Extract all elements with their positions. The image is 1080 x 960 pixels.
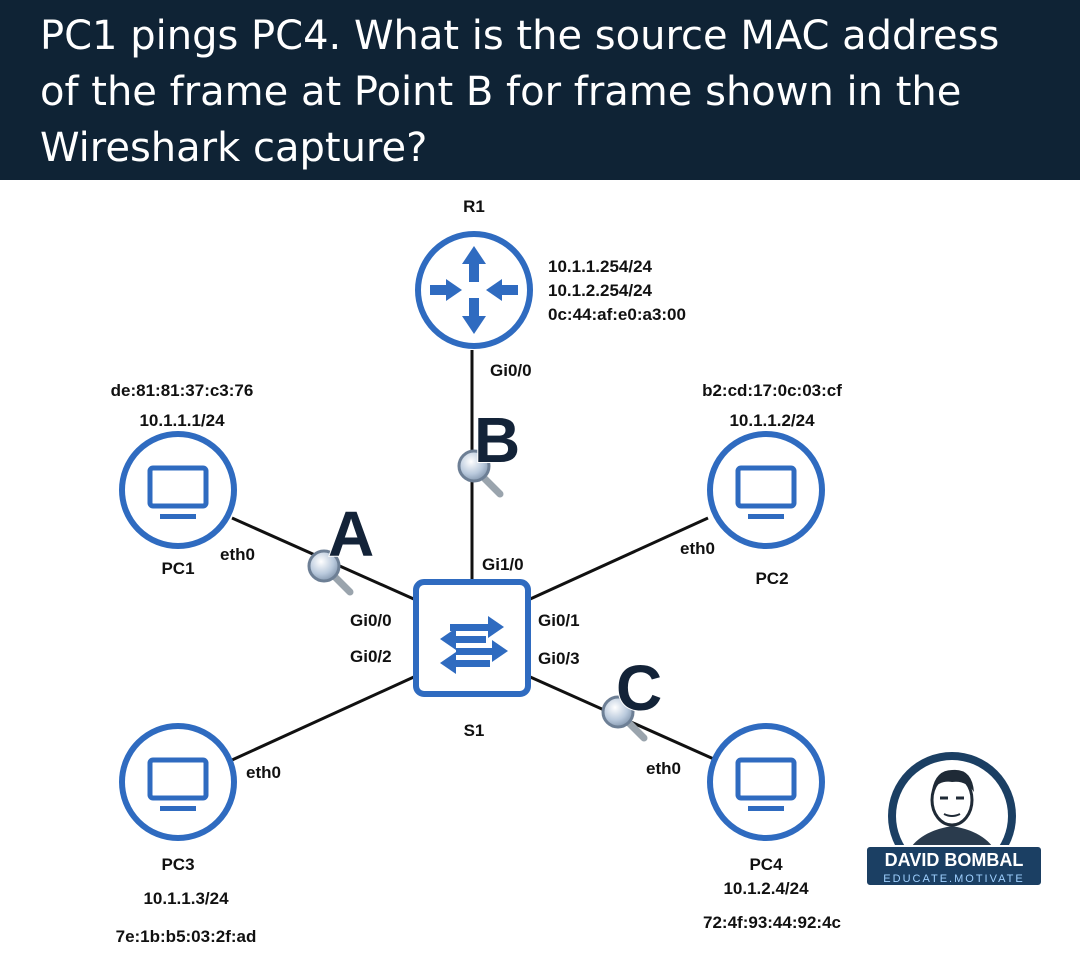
pc2-ip: 10.1.1.2/24 (729, 411, 815, 430)
question-header: PC1 pings PC4. What is the source MAC ad… (0, 0, 1080, 180)
link-pc2-s1 (527, 516, 709, 602)
r1-port: Gi0/0 (490, 361, 532, 380)
s1-port-pc3: Gi0/2 (350, 647, 392, 666)
r1-ip1: 10.1.1.254/24 (548, 257, 653, 276)
link-pc3-s1 (231, 674, 417, 762)
pc1-ip: 10.1.1.1/24 (139, 411, 225, 430)
magnifier-icon (307, 549, 354, 596)
pc2-port: eth0 (680, 539, 715, 558)
s1-name: S1 (464, 721, 485, 740)
pc4-mac: 72:4f:93:44:92:4c (703, 913, 841, 932)
pc3-name: PC3 (161, 855, 194, 874)
pc3-node[interactable] (119, 723, 237, 841)
pc2-mac: b2:cd:17:0c:03:cf (702, 381, 842, 400)
s1-port-pc2: Gi0/1 (538, 611, 580, 630)
capture-point-c-label: C (616, 652, 662, 724)
monitor-icon (147, 465, 209, 519)
capture-point-a-label: A (328, 498, 374, 570)
r1-ip2: 10.1.2.254/24 (548, 281, 653, 300)
switch-s1[interactable] (413, 579, 531, 697)
monitor-icon (735, 465, 797, 519)
pc4-ip: 10.1.2.4/24 (723, 879, 809, 898)
pc4-node[interactable] (707, 723, 825, 841)
pc1-port: eth0 (220, 545, 255, 564)
pc4-port: eth0 (646, 759, 681, 778)
s1-port-r1: Gi1/0 (482, 555, 524, 574)
router-arrows-icon (430, 246, 518, 334)
r1-mac: 0c:44:af:e0:a3:00 (548, 305, 686, 324)
magnifier-icon (457, 449, 504, 498)
switch-arrows-icon (440, 616, 508, 674)
david-bombal-logo: DAVID BOMBAL EDUCATE.MOTIVATE (865, 752, 1043, 887)
s1-port-pc1: Gi0/0 (350, 611, 392, 630)
question-text: PC1 pings PC4. What is the source MAC ad… (40, 13, 1000, 171)
monitor-icon (735, 757, 797, 811)
capture-point-c[interactable]: C (601, 651, 663, 742)
capture-point-a[interactable]: A (307, 497, 375, 596)
pc3-port: eth0 (246, 763, 281, 782)
pc2-node[interactable] (707, 431, 825, 549)
capture-point-b-label: B (474, 404, 520, 476)
monitor-icon (147, 757, 209, 811)
router-r1[interactable] (415, 231, 533, 349)
pc1-node[interactable] (119, 431, 237, 549)
capture-point-b[interactable]: B (457, 403, 521, 498)
pc1-name: PC1 (161, 559, 194, 578)
pc2-name: PC2 (755, 569, 788, 588)
magnifier-icon (601, 695, 648, 742)
r1-name: R1 (463, 197, 485, 216)
pc3-ip: 10.1.1.3/24 (143, 889, 229, 908)
logo-tagline: EDUCATE.MOTIVATE (883, 873, 1024, 885)
logo-name: DAVID BOMBAL (885, 850, 1024, 870)
pc3-mac: 7e:1b:b5:03:2f:ad (116, 927, 257, 946)
s1-port-pc4: Gi0/3 (538, 649, 580, 668)
pc1-mac: de:81:81:37:c3:76 (111, 381, 254, 400)
pc4-name: PC4 (749, 855, 783, 874)
